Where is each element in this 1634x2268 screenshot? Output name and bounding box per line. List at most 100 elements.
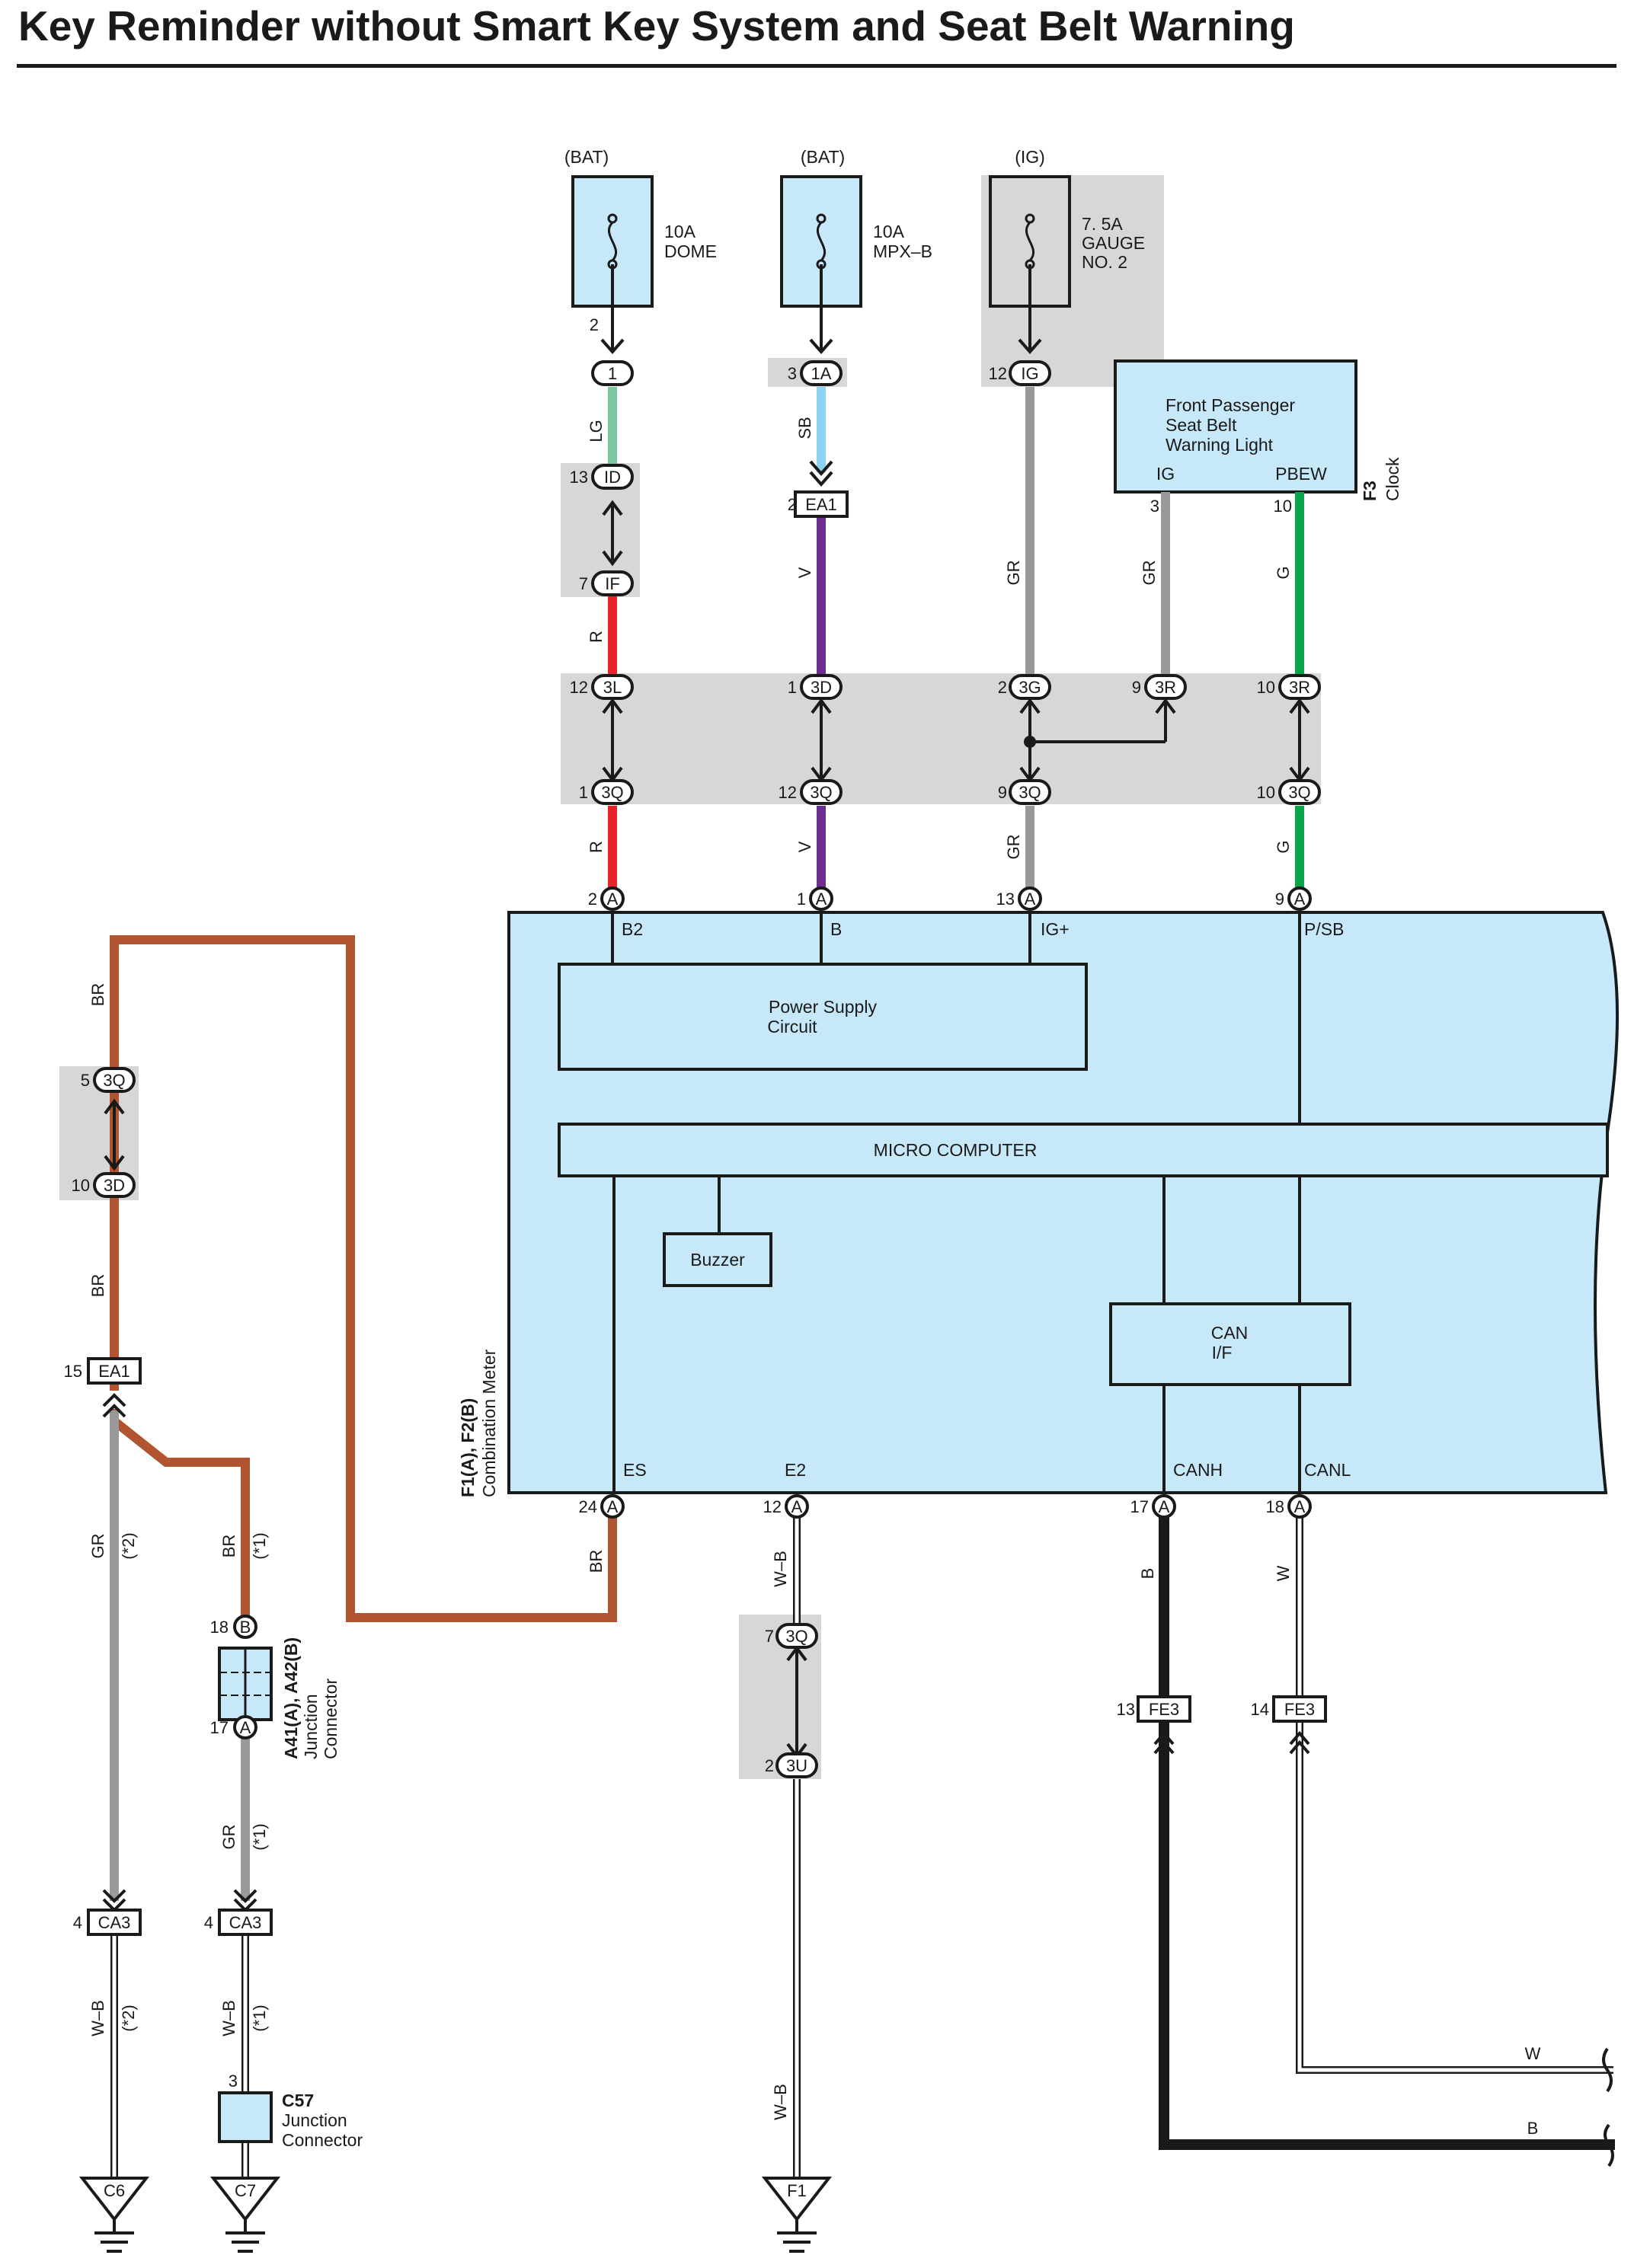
ground-icon: C6 [78, 2177, 150, 2253]
fuse-gauge-name2: NO. 2 [1082, 252, 1127, 272]
combination-meter: F1(A), F2(B) Combination Meter Power Sup… [458, 911, 1620, 1497]
fuse-mpx-name: MPX–B [873, 241, 932, 261]
wavy-break-icon [1604, 2123, 1614, 2167]
pin-number: 3 [229, 2072, 238, 2091]
ground-f1-label: F1 [787, 2181, 807, 2200]
fuse-gauge: (IG) 7. 5A GAUGE NO. 2 [989, 147, 1145, 308]
connector-label: ID [604, 468, 621, 487]
meter-pin-canl: CANL [1304, 1460, 1351, 1480]
pin-number: 7 [579, 574, 588, 593]
meter-pin-psb: P/SB [1304, 919, 1344, 939]
pin-number: 17 [1130, 1497, 1149, 1516]
wire-color-label: BR [587, 1550, 606, 1573]
pin-number: 18 [210, 1618, 229, 1637]
meter-pin-e2: E2 [785, 1460, 806, 1480]
page-title: Key Reminder without Smart Key System an… [18, 2, 1295, 50]
ground-c6-label: C6 [104, 2181, 125, 2200]
buzzer-label: Buzzer [690, 1250, 745, 1270]
connector-label: A [816, 890, 827, 909]
fuse-mpx-source: (BAT) [801, 147, 845, 167]
connector-label: EA1 [805, 495, 837, 514]
jc-c57-ref: C57 [282, 2091, 314, 2110]
wire-color-label: V [795, 567, 814, 578]
pin-number: 9 [1132, 678, 1141, 697]
meter-pin-b: B [830, 919, 842, 939]
connector-label: A [1294, 890, 1306, 909]
connector-c3r1: 3R [1144, 674, 1187, 700]
wire-color-label: LG [587, 420, 606, 442]
connector-label: 3Q [601, 783, 623, 802]
pin-number: 12 [763, 1497, 782, 1516]
wire-color-label: BR [88, 1274, 107, 1298]
pin-number: 2 [765, 1756, 774, 1775]
pin-number: 3 [1150, 497, 1159, 516]
ground-icon: F1 [761, 2177, 833, 2253]
connector-c3g: 3G [1009, 674, 1051, 700]
pin-number: 10 [1257, 783, 1275, 802]
connector-a: A [1287, 1494, 1312, 1519]
fuse-mpx-rating: 10A [873, 222, 905, 241]
clock-ref: F3 [1360, 481, 1380, 501]
pin-number: 15 [64, 1362, 82, 1381]
connector-a: A [1152, 1494, 1176, 1519]
wire-color-label: GR [1004, 835, 1023, 860]
connector-label: CA3 [229, 1913, 262, 1932]
jc-a41-name1: Junction [301, 1694, 321, 1759]
note-label: (*1) [250, 1823, 269, 1850]
fuse-dome: (BAT) 10A DOME [564, 147, 717, 308]
wire-color-label: W–B [771, 1551, 790, 1587]
connector-label: B [240, 1618, 251, 1637]
pin-number: 4 [204, 1913, 213, 1932]
connector-label: 1 [608, 364, 617, 383]
clock-line1: Front Passenger [1166, 395, 1295, 415]
wire-color-label: W–B [88, 2000, 107, 2036]
connector-fe3b: FE3 [1272, 1695, 1327, 1723]
connector-label: 3D [811, 678, 832, 697]
connector-label: 3Q [1018, 783, 1041, 802]
connector-label: 3G [1018, 678, 1041, 697]
connector-label: FE3 [1284, 1700, 1315, 1719]
connector-fe3a: FE3 [1137, 1695, 1191, 1723]
can-label-1: CAN [1211, 1323, 1249, 1343]
connector-ca3a: CA3 [87, 1909, 142, 1936]
connector-cea1b: EA1 [87, 1357, 142, 1385]
connector-c1: 1 [591, 360, 634, 386]
meter-pin-igp: IG+ [1041, 919, 1070, 939]
connector-c1a: 1A [800, 360, 843, 386]
pin-number: 10 [72, 1176, 90, 1195]
wire-color-label: V [795, 841, 814, 852]
jc-a41-ref: A41(A), A42(B) [281, 1637, 301, 1759]
wire-color-label: BR [219, 1535, 238, 1558]
meter-pin-b2: B2 [622, 919, 643, 939]
wire-color-label: R [587, 841, 606, 853]
wire-br-loop [110, 935, 617, 1622]
wire-color-label: BR [88, 983, 107, 1007]
connector-label: 3Q [810, 783, 832, 802]
ground-icon: C7 [209, 2177, 281, 2253]
micro-computer-label: MICRO COMPUTER [874, 1140, 1038, 1160]
wire-color-label: R [587, 631, 606, 643]
connector-c3d2: 3D [93, 1172, 136, 1198]
pin-number: 9 [998, 783, 1007, 802]
wavy-break-icon [1602, 2047, 1613, 2093]
connector-label: IG [1021, 364, 1038, 383]
wire-color-label: G [1274, 840, 1293, 853]
connector-a: A [809, 886, 833, 911]
connector-label: 3L [603, 678, 622, 697]
pin-number: 13 [1117, 1700, 1135, 1719]
meter-name: Combination Meter [479, 1349, 499, 1497]
connector-cig: IG [1009, 360, 1051, 386]
wire-color-label: W–B [771, 2084, 790, 2120]
pin-number: 3 [788, 364, 797, 383]
connector-label: EA1 [98, 1362, 130, 1381]
jc-a41-name2: Connector [321, 1679, 341, 1759]
pin-number: 4 [73, 1913, 82, 1932]
pin-number: 12 [779, 783, 797, 802]
connector-c3q3: 3Q [1009, 779, 1051, 805]
pin-number: 10 [1257, 678, 1275, 697]
fuse-dome-source: (BAT) [564, 147, 609, 167]
connector-c3q2: 3Q [800, 779, 843, 805]
pin-number: 13 [570, 468, 588, 487]
